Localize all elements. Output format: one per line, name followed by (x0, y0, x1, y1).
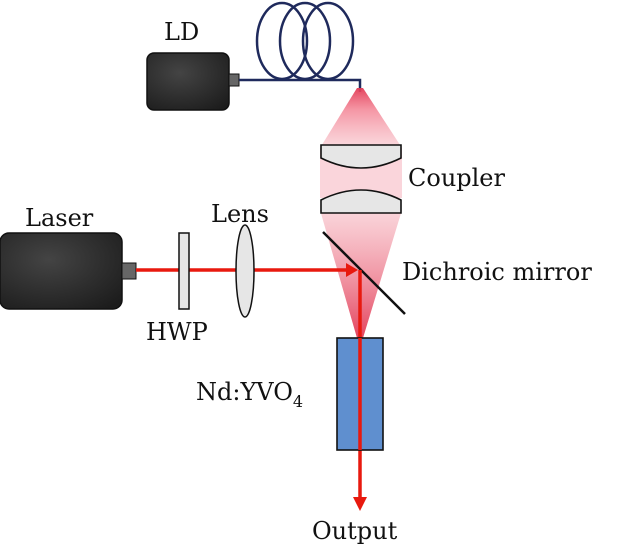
label-nd-yvo4: Nd:YVO4 (196, 378, 303, 411)
fiber-loop-1 (255, 1, 309, 81)
fiber-loop-2 (278, 1, 332, 81)
dichroic-mirror (322, 231, 406, 315)
label-nd-yvo4-subscript: 4 (293, 392, 303, 411)
laser-diode (146, 52, 240, 111)
laser-diode-body (146, 52, 230, 111)
beam-arrow-head (346, 263, 358, 277)
fiber-coil (239, 1, 362, 92)
label-hwp: HWP (146, 318, 208, 346)
pump-laser (0, 232, 137, 310)
half-wave-plate (178, 232, 190, 310)
pump-cone-diverging (320, 88, 402, 148)
label-coupler: Coupler (408, 164, 506, 192)
label-lens: Lens (211, 200, 269, 228)
label-ld: LD (164, 18, 199, 46)
coupler-lens-bottom (320, 189, 402, 214)
label-output: Output (312, 517, 398, 545)
label-dichroic-mirror: Dichroic mirror (402, 258, 592, 286)
laser-diode-connector (228, 73, 240, 87)
laser-aperture (121, 262, 137, 280)
focusing-lens (235, 224, 255, 318)
output-arrow-head (353, 497, 367, 511)
fiber-lead-out (307, 78, 362, 92)
coupler-lens-top (320, 144, 402, 169)
label-nd-yvo4-main: Nd:YVO (196, 378, 293, 406)
label-laser: Laser (25, 204, 94, 232)
fiber-loop-3 (301, 1, 355, 81)
coupler-lenses (320, 144, 402, 214)
laser-body (0, 232, 123, 310)
